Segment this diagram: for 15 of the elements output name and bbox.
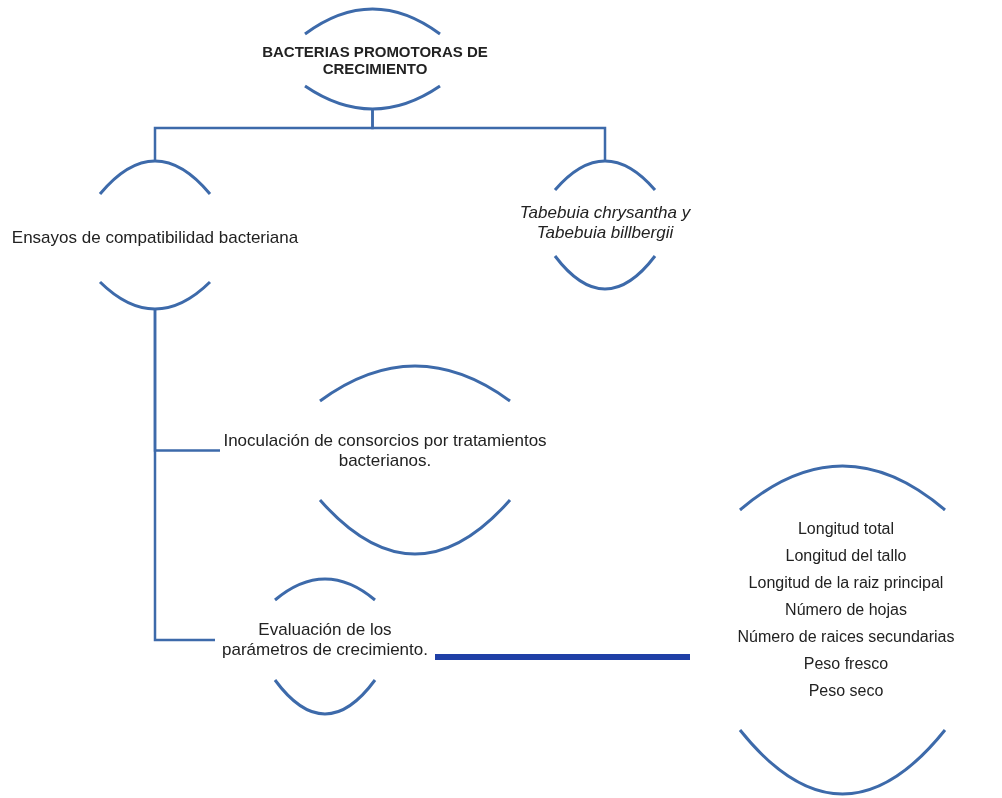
node-text: Peso fresco [803, 655, 889, 673]
node-text: Evaluación de los parámetros de crecimiento. [221, 620, 429, 660]
connector-line [371, 110, 607, 160]
connector-line [435, 654, 690, 660]
node-text: Longitud de la raiz principal [748, 574, 944, 592]
node-text: Tabebuia chrysantha y Tabebuia billbergii [518, 203, 692, 243]
node-text: Número de hojas [785, 601, 907, 619]
node-text: BACTERIAS PROMOTORAS DE CRECIMIENTO [261, 43, 489, 77]
connector-line [153, 310, 215, 642]
node-text: Longitud total [797, 520, 895, 538]
node-text: Peso seco [808, 682, 884, 700]
node-text: Longitud del tallo [785, 547, 907, 565]
node-text: Número de raices secundarias [737, 628, 955, 646]
node-text: Inoculación de consorcios por tratamientos bacterianos. [222, 430, 548, 471]
node-text: Ensayos de compatibilidad bacteriana [11, 228, 299, 248]
